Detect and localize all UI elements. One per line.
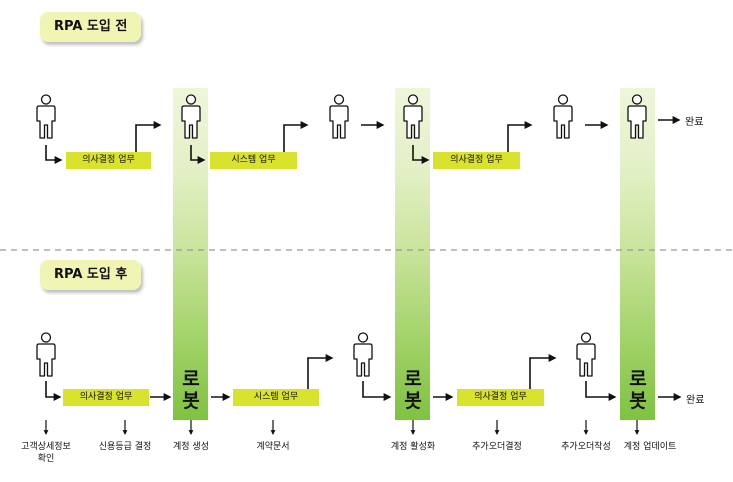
flow-arrow	[190, 145, 206, 164]
robot-label-bottom: 봇	[404, 390, 422, 412]
output-label: 계정 활성화	[390, 442, 436, 452]
before-section-tag: RPA 도입 전	[40, 12, 142, 42]
output-label-line2: 확인	[37, 454, 55, 464]
robot-label-top: 로	[404, 368, 422, 390]
robot-label-bottom: 봇	[182, 390, 200, 412]
robot-bar-3	[620, 88, 655, 420]
output-label: 계약문서	[256, 442, 290, 452]
flow-arrow	[585, 381, 617, 401]
flow-arrow	[412, 145, 430, 164]
person-icon	[329, 94, 349, 139]
output-label: 고객상세정보 확인	[21, 441, 71, 465]
flow-arrow	[135, 121, 162, 160]
task-decision: 의사결정 업무	[433, 152, 520, 169]
done-label: 완료	[685, 117, 704, 128]
robot-label: 로 봇	[396, 368, 430, 412]
task-decision: 의사결정 업무	[63, 389, 149, 406]
robot-label: 로 봇	[174, 368, 208, 412]
task-decision: 의사결정 업무	[66, 152, 151, 169]
flow-arrow	[362, 381, 392, 401]
output-label: 계정 업데이트	[623, 442, 677, 452]
robot-bar-2	[395, 88, 430, 420]
robot-label: 로 봇	[621, 368, 655, 412]
person-icon	[576, 332, 596, 377]
robot-label-top: 로	[629, 368, 647, 390]
person-icon	[353, 332, 373, 377]
robot-bar-1	[173, 88, 208, 420]
robot-label-top: 로	[182, 368, 200, 390]
flow-arrow	[283, 121, 309, 160]
output-label: 추가오더작성	[561, 442, 611, 452]
flow-arrow	[45, 145, 63, 164]
done-label: 완료	[686, 395, 705, 406]
output-label: 신용등급 결정	[98, 442, 152, 452]
flow-arrow	[45, 381, 62, 401]
flow-arrow	[507, 121, 533, 160]
person-icon	[36, 332, 56, 377]
output-label: 추가오더결정	[472, 442, 522, 452]
person-icon	[36, 94, 56, 139]
task-system: 시스템 업무	[233, 389, 319, 406]
output-label: 계정 생성	[173, 442, 209, 452]
after-section-tag: RPA 도입 후	[40, 260, 142, 290]
task-decision: 의사결정 업무	[457, 389, 544, 406]
output-label-line1: 고객상세정보	[21, 442, 71, 452]
flow-arrow	[307, 354, 334, 397]
task-system: 시스템 업무	[210, 152, 297, 169]
person-icon	[553, 94, 573, 139]
robot-label-bottom: 봇	[629, 390, 647, 412]
flow-arrow	[529, 354, 557, 397]
